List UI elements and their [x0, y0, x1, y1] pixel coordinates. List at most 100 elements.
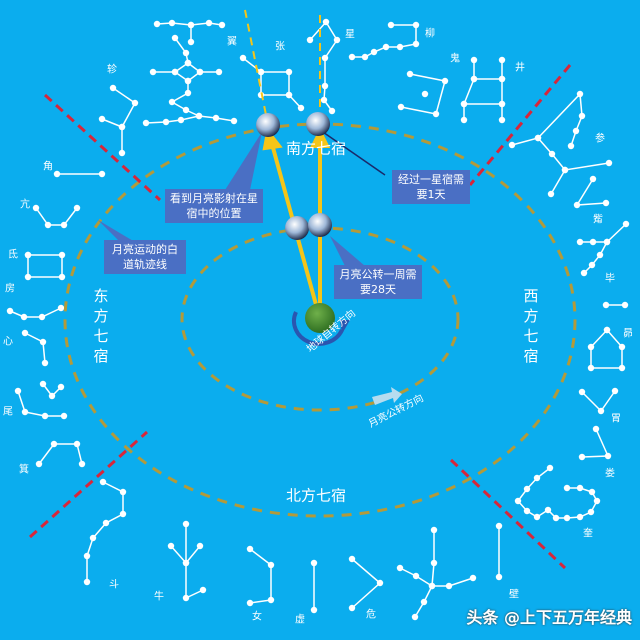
star: [498, 116, 506, 124]
callout-orbit-line: 月亮运动的白道轨迹线: [104, 240, 186, 274]
star: [547, 190, 555, 198]
star: [322, 18, 330, 26]
star: [246, 545, 254, 553]
star: [420, 598, 428, 606]
star: [310, 606, 318, 614]
star: [321, 82, 329, 90]
star: [53, 170, 61, 178]
star: [573, 201, 581, 209]
star: [348, 555, 356, 563]
constellation-line: [550, 169, 566, 195]
star: [153, 20, 161, 28]
mansion-label: 房: [5, 283, 15, 295]
star: [460, 100, 468, 108]
star: [514, 497, 522, 505]
star: [567, 142, 575, 150]
star: [21, 408, 29, 416]
star: [382, 43, 390, 51]
mansion-label: 角: [43, 161, 53, 173]
constellation-line: [27, 254, 63, 278]
star: [41, 412, 49, 420]
constellation-line: [101, 118, 123, 128]
star: [196, 542, 204, 550]
star: [432, 110, 440, 118]
star: [321, 54, 329, 62]
star: [73, 204, 81, 212]
mansion-label: 昴: [623, 328, 633, 340]
mansion-label: 心: [3, 336, 13, 348]
mansion-label: 轸: [107, 64, 117, 76]
star: [48, 392, 56, 400]
star: [596, 251, 604, 259]
star: [184, 77, 192, 85]
star: [89, 534, 97, 542]
star: [218, 21, 226, 29]
star: [622, 220, 630, 228]
star: [396, 564, 404, 572]
constellation-line: [249, 548, 272, 604]
star: [39, 380, 47, 388]
region-west-label: 西方七宿: [523, 287, 539, 365]
moon-revolution-arrow: [372, 387, 402, 405]
star: [109, 84, 117, 92]
star: [495, 573, 503, 581]
star: [348, 604, 356, 612]
star: [603, 326, 611, 334]
star: [41, 359, 49, 367]
star: [24, 273, 32, 281]
sight-arrows: [262, 127, 331, 313]
star: [171, 34, 179, 42]
star: [297, 104, 305, 112]
star: [306, 36, 314, 44]
constellation-line: [400, 73, 446, 115]
star: [411, 613, 419, 621]
mansion-label: 奎: [583, 528, 593, 540]
star: [428, 582, 436, 590]
constellation-line: [583, 241, 608, 274]
star: [149, 68, 157, 76]
constellation-line: [590, 329, 623, 369]
star: [187, 38, 195, 46]
star: [118, 149, 126, 157]
star: [602, 301, 610, 309]
star: [98, 115, 106, 123]
star: [38, 313, 46, 321]
earth-rotation-arrowhead: [340, 320, 350, 334]
star: [73, 440, 81, 448]
constellation-line: [38, 443, 83, 465]
star: [171, 68, 179, 76]
star: [60, 412, 68, 420]
constellation-line: [581, 390, 616, 413]
star: [57, 304, 65, 312]
star: [445, 582, 453, 590]
star: [441, 77, 449, 85]
star: [412, 40, 420, 48]
star: [387, 21, 395, 29]
divider-sw: [28, 430, 149, 539]
star: [593, 497, 601, 505]
star: [370, 48, 378, 56]
star: [396, 43, 404, 51]
mansion-label: 斗: [109, 579, 119, 591]
star: [195, 112, 203, 120]
star: [588, 261, 596, 269]
star: [257, 68, 265, 76]
star: [589, 175, 597, 183]
star: [546, 464, 554, 472]
star: [212, 114, 220, 122]
star: [320, 96, 328, 104]
star: [578, 112, 586, 120]
star: [563, 514, 571, 522]
star: [119, 488, 127, 496]
star: [597, 407, 605, 415]
mansion-label: 翼: [227, 36, 237, 48]
star: [246, 599, 254, 607]
star: [6, 307, 14, 315]
star: [177, 116, 185, 124]
constellation-line: [351, 558, 382, 609]
star: [563, 484, 571, 492]
constellation-line: [352, 24, 417, 58]
mansion-label: 危: [366, 609, 376, 621]
region-south-label: 南方七宿: [285, 139, 347, 158]
